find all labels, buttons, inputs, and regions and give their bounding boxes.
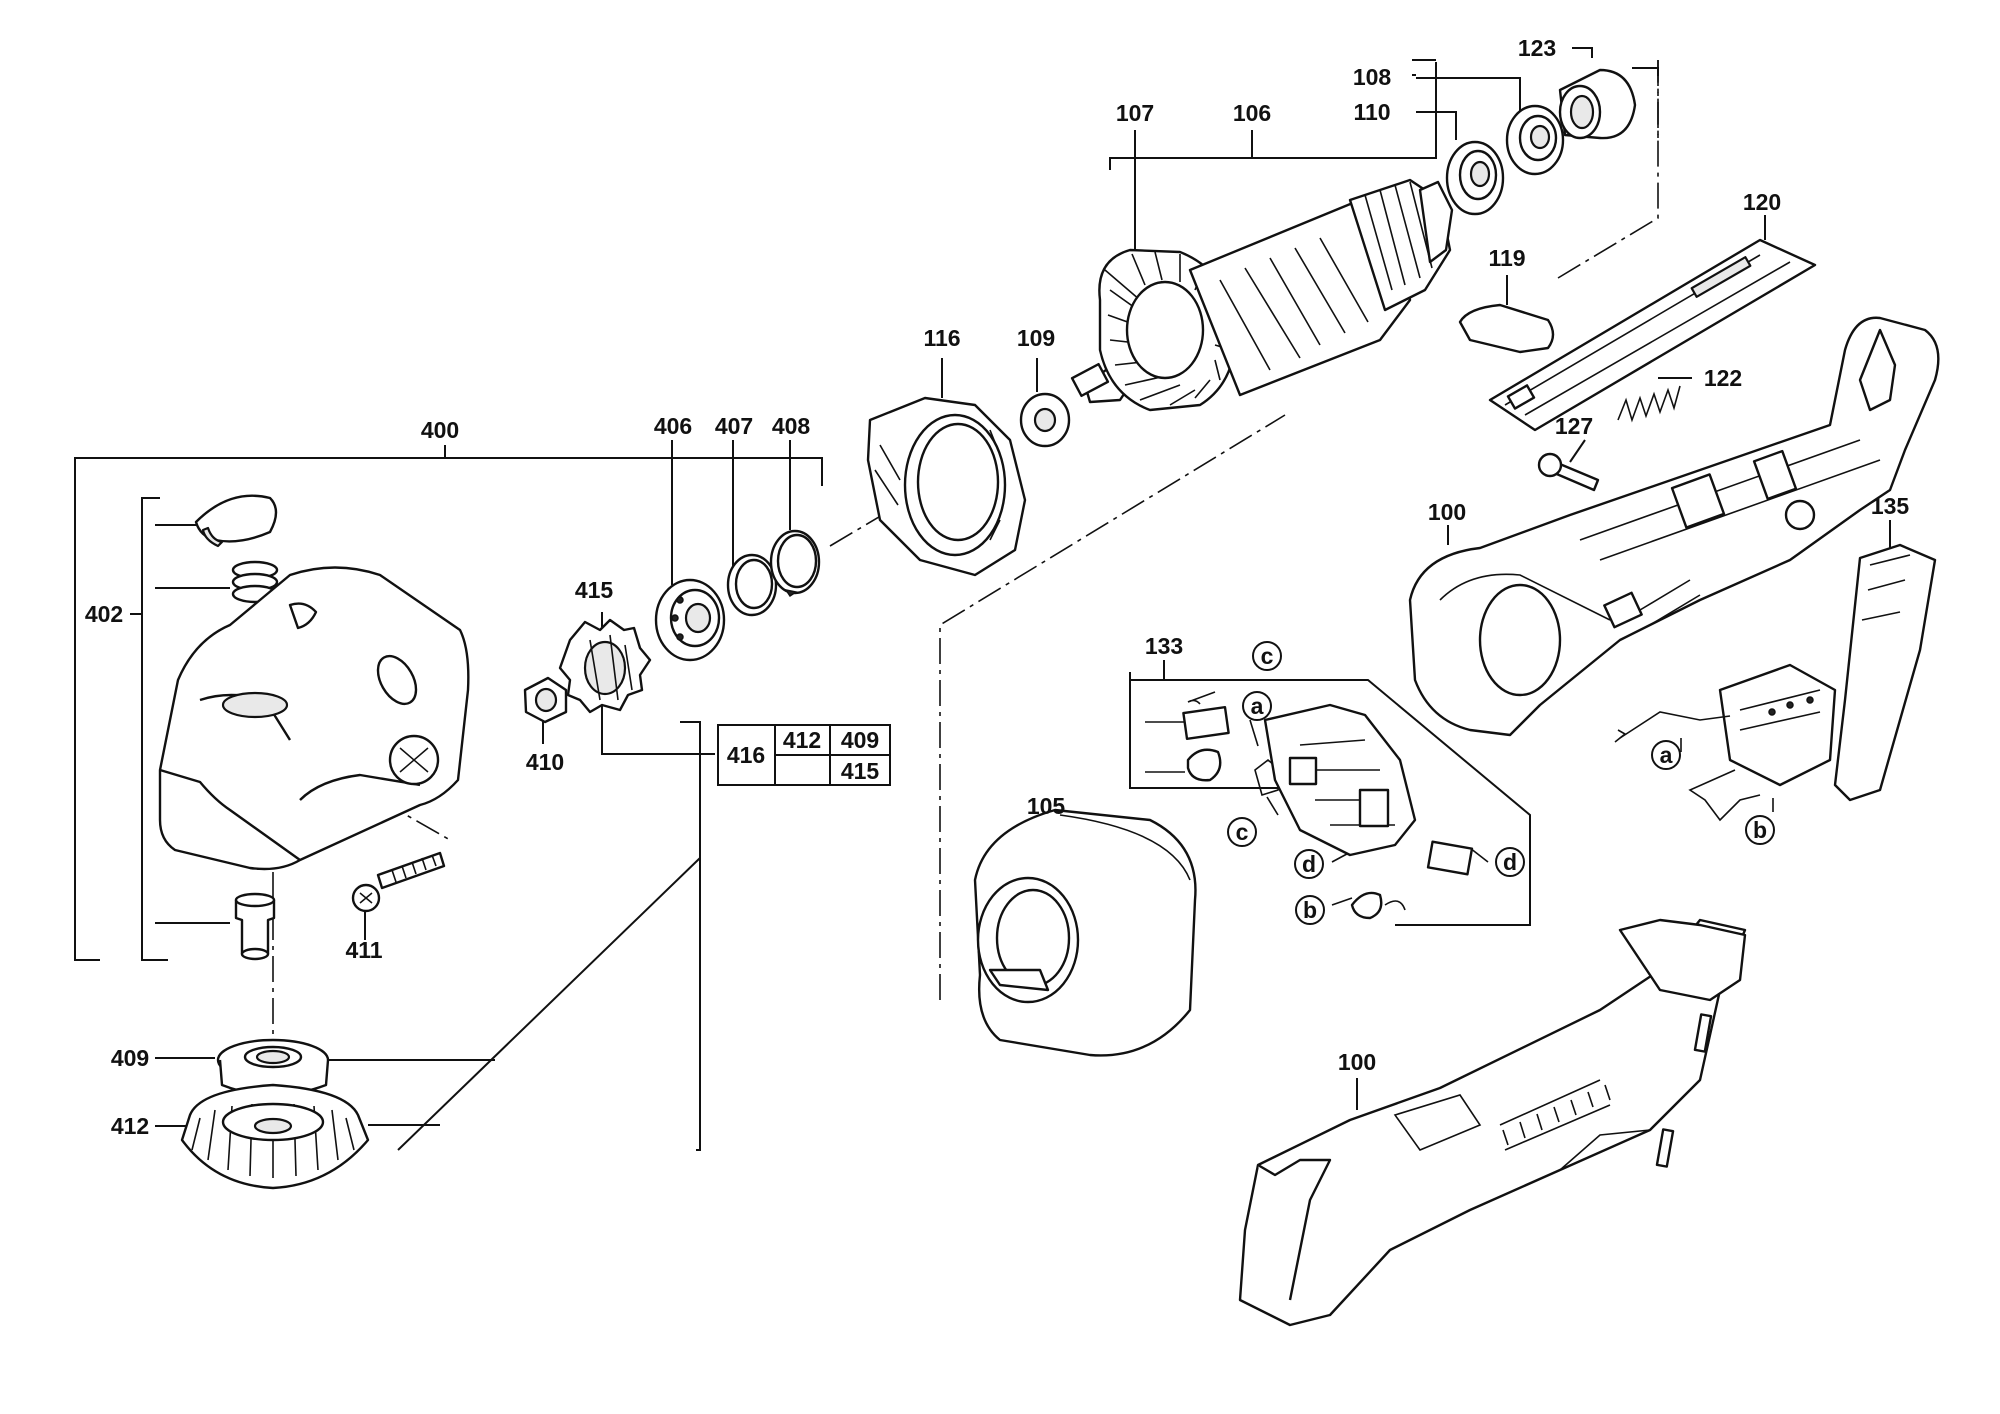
gear-housing-icon: [158, 494, 470, 871]
kit-cell-r1c2: 409: [841, 727, 879, 753]
kit-cell-r2c2: 415: [841, 758, 880, 784]
label-119: 119: [1488, 245, 1525, 271]
armature-107-icon: [1070, 178, 1454, 412]
label-108: 108: [1353, 64, 1392, 90]
bevel-gear-412-icon: [180, 1083, 370, 1190]
label-109: 109: [1017, 325, 1055, 351]
label-120: 120: [1743, 189, 1781, 215]
flange-409-icon: [216, 1038, 330, 1097]
label-107: 107: [1116, 100, 1154, 126]
wire-letter-a1: a: [1251, 693, 1264, 719]
washer-407-icon: [726, 553, 778, 617]
label-415: 415: [575, 577, 614, 603]
motor-housing-upper-100-icon: [1408, 316, 1940, 737]
label-123: 123: [1518, 35, 1556, 61]
wire-letter-b2: b: [1753, 817, 1767, 843]
kit-set-number: 416: [727, 742, 765, 768]
label-406: 406: [654, 413, 692, 439]
wire-letter-d2: d: [1503, 849, 1517, 875]
wire-letter-a2: a: [1660, 742, 1673, 768]
label-411: 411: [345, 937, 382, 963]
label-106: 106: [1233, 100, 1271, 126]
retaining-ring-408-icon: [769, 529, 821, 598]
leader-lines: [74, 47, 1891, 1151]
label-110: 110: [1353, 99, 1390, 125]
screw-411-icon: [351, 851, 446, 913]
label-133: 133: [1145, 633, 1183, 659]
wire-letter-c2: c: [1236, 819, 1249, 845]
label-100-upper: 100: [1428, 499, 1466, 525]
label-412: 412: [111, 1113, 149, 1139]
callout-labels: 400 402 406 407 408 415 410 411 409 412 …: [85, 35, 1910, 1139]
wire-letter-b1: b: [1303, 897, 1317, 923]
gear-ring-116-icon: [866, 396, 1027, 577]
label-135: 135: [1871, 493, 1910, 519]
label-402: 402: [85, 601, 123, 627]
label-407: 407: [715, 413, 753, 439]
spindle-pin-icon: [234, 892, 276, 961]
wire-letter-d1: d: [1302, 851, 1316, 877]
label-116: 116: [923, 325, 960, 351]
label-105: 105: [1027, 793, 1066, 819]
wire-letter-markers: c a c d d b a b: [1227, 641, 1775, 925]
motor-housing-lower-100-icon: [1238, 918, 1747, 1327]
label-409: 409: [111, 1045, 149, 1071]
stator-105-icon: [973, 808, 1197, 1057]
label-400: 400: [421, 417, 459, 443]
screw-127-icon: [1537, 452, 1600, 492]
switch-button-119-icon: [1458, 303, 1555, 354]
pinion-415-icon: [558, 618, 652, 714]
kit-table: 416 412 409 415: [717, 724, 891, 786]
bearing-108-icon: [1505, 104, 1565, 176]
bearing-cup-123-icon: [1558, 68, 1637, 140]
wire-letter-c1: c: [1261, 643, 1274, 669]
switch-slider-120-icon: [1488, 238, 1817, 432]
bearing-109-icon: [1019, 392, 1071, 448]
kit-cell-r1c1: 412: [783, 727, 821, 753]
label-408: 408: [772, 413, 811, 439]
label-122: 122: [1704, 365, 1742, 391]
label-100-lower: 100: [1338, 1049, 1376, 1075]
bearing-406-icon: [654, 578, 726, 662]
brush-holder-133-icon: [1182, 691, 1474, 920]
switch-135-icon: [1614, 543, 1937, 822]
label-410: 410: [526, 749, 564, 775]
nut-410-icon: [523, 676, 568, 724]
spring-122-icon: [1617, 385, 1681, 423]
label-127: 127: [1555, 413, 1593, 439]
bearing-110-icon: [1445, 140, 1505, 216]
